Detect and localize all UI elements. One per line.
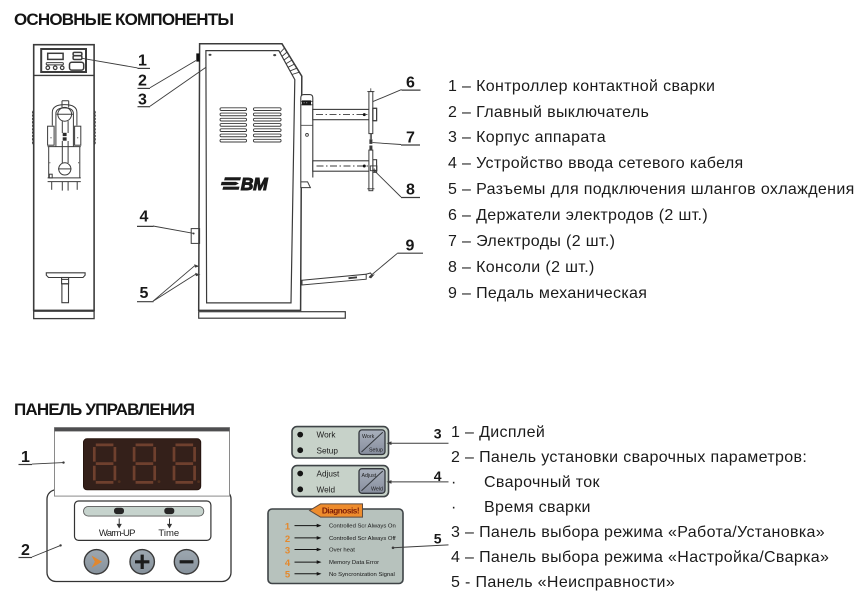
svg-text:Weld: Weld	[371, 486, 383, 492]
svg-text:2: 2	[21, 542, 30, 559]
svg-text:5: 5	[285, 570, 291, 581]
svg-text:3: 3	[285, 545, 290, 556]
svg-text:Adjust: Adjust	[317, 469, 340, 478]
svg-text:1: 1	[138, 53, 147, 70]
svg-text:Work: Work	[362, 434, 375, 440]
svg-text:Time: Time	[158, 528, 179, 539]
svg-text:BM: BM	[241, 174, 268, 194]
svg-text:9: 9	[406, 237, 415, 254]
svg-text:3: 3	[138, 91, 147, 108]
svg-text:2: 2	[138, 73, 147, 90]
svg-text:Setup: Setup	[369, 448, 383, 454]
svg-text:8: 8	[406, 181, 415, 198]
svg-text:2: 2	[285, 534, 290, 545]
svg-text:5: 5	[434, 530, 442, 546]
svg-text:Controlled Scr Always Off: Controlled Scr Always Off	[329, 536, 396, 542]
svg-text:Weld: Weld	[317, 486, 336, 495]
svg-text:7: 7	[406, 129, 415, 146]
svg-text:Controlled Scr Always On: Controlled Scr Always On	[329, 524, 396, 530]
svg-text:5: 5	[140, 285, 149, 302]
svg-text:3: 3	[434, 426, 442, 442]
svg-text:Warm-UP: Warm-UP	[99, 528, 135, 539]
svg-text:4: 4	[285, 558, 291, 569]
svg-text:Memory Data Error: Memory Data Error	[329, 560, 379, 566]
svg-text:No Syncronization Signal: No Syncronization Signal	[329, 572, 395, 578]
svg-text:Over heat: Over heat	[329, 548, 355, 554]
svg-text:Setup: Setup	[317, 446, 339, 455]
svg-text:Adjust: Adjust	[362, 473, 377, 479]
svg-text:6: 6	[406, 75, 415, 92]
svg-text:1: 1	[285, 522, 291, 533]
svg-text:Work: Work	[317, 430, 337, 439]
svg-text:Diagnosis!: Diagnosis!	[322, 506, 359, 515]
svg-text:1: 1	[21, 449, 30, 466]
svg-text:4: 4	[140, 209, 149, 226]
svg-text:4: 4	[434, 468, 442, 484]
